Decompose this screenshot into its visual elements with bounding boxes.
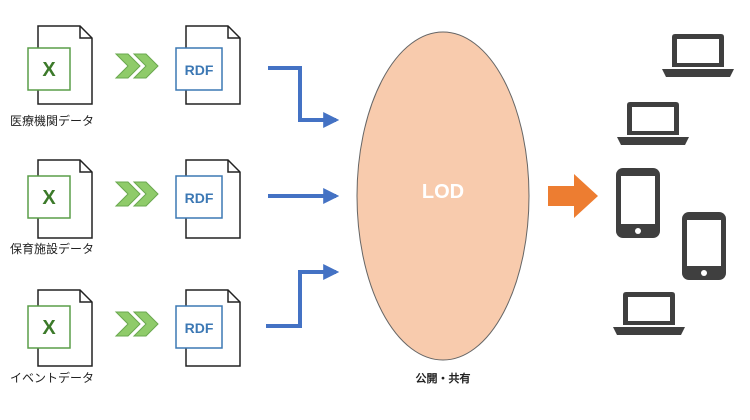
rdf-label: RDF bbox=[185, 320, 214, 336]
rdf-file-icon: RDF bbox=[175, 289, 241, 367]
output-arrow bbox=[548, 174, 598, 218]
laptop-icon bbox=[613, 292, 685, 335]
source-row-childcare: X RDF bbox=[27, 159, 340, 239]
convert-chevrons-icon bbox=[114, 311, 159, 337]
rdf-file-icon: RDF bbox=[175, 25, 241, 105]
laptop-icon bbox=[662, 34, 734, 77]
source-row-medical: X RDF bbox=[27, 25, 340, 128]
convert-chevrons-icon bbox=[114, 53, 159, 79]
rdf-label: RDF bbox=[185, 190, 214, 206]
excel-letter: X bbox=[42, 59, 56, 81]
rdf-label: RDF bbox=[185, 62, 214, 78]
excel-file-icon: X bbox=[27, 159, 93, 239]
smartphone-icon bbox=[682, 212, 726, 280]
source-label-childcare: 保育施設データ bbox=[10, 242, 95, 256]
laptop-icon bbox=[617, 102, 689, 145]
excel-letter: X bbox=[42, 187, 56, 209]
excel-file-icon: X bbox=[27, 289, 93, 367]
flow-arrow-event bbox=[266, 264, 340, 328]
lod-ellipse bbox=[356, 31, 530, 361]
rdf-file-icon: RDF bbox=[175, 159, 241, 239]
source-label-event: イベントデータ bbox=[10, 371, 95, 385]
source-label-medical: 医療機関データ bbox=[10, 114, 95, 128]
excel-letter: X bbox=[42, 317, 56, 339]
publish-share-caption: 公開・共有 bbox=[415, 372, 471, 385]
smartphone-icon bbox=[616, 168, 660, 238]
excel-file-icon: X bbox=[27, 25, 93, 105]
convert-chevrons-icon bbox=[114, 181, 159, 207]
lod-label: LOD bbox=[421, 181, 465, 203]
flow-arrow-medical bbox=[268, 66, 340, 128]
source-row-event: X RDF bbox=[27, 264, 340, 367]
